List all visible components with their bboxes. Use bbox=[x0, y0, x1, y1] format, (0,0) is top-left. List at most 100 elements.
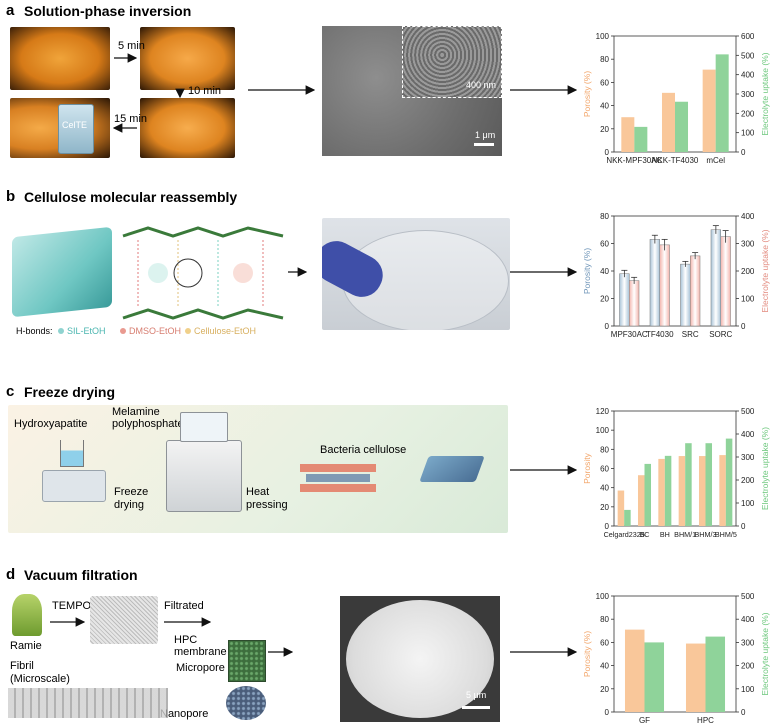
hpc-membrane-cube-icon bbox=[228, 640, 266, 682]
category-label: HPC bbox=[697, 716, 714, 725]
bar-porosity bbox=[698, 456, 706, 526]
category-label: MPF30AC bbox=[611, 330, 648, 339]
bar-uptake bbox=[705, 443, 713, 526]
membrane-photo-d bbox=[340, 596, 500, 722]
y2-axis-label: Electrolyte uptake (%) bbox=[760, 52, 770, 135]
bar-porosity bbox=[658, 458, 665, 526]
y-tick-label: 20 bbox=[600, 503, 609, 512]
film-photo-0min bbox=[10, 27, 110, 90]
time-label-5min: 5 min bbox=[118, 40, 145, 52]
bar-porosity bbox=[661, 92, 675, 152]
film-photo-5min bbox=[140, 27, 235, 90]
nanopore-label: Nanopore bbox=[160, 708, 209, 720]
y-tick-label: 60 bbox=[600, 78, 609, 87]
y-axis-label: Porosity bbox=[582, 452, 592, 483]
hb-dmso-dot bbox=[120, 328, 126, 334]
y2-tick-label: 300 bbox=[741, 90, 755, 99]
beaker-icon bbox=[60, 440, 84, 467]
y-tick-label: 0 bbox=[605, 148, 610, 157]
y-tick-label: 100 bbox=[596, 32, 610, 41]
y-tick-label: 0 bbox=[605, 708, 610, 717]
membrane-photo-b bbox=[322, 218, 510, 330]
freeze-drying-label: Freeze drying bbox=[114, 486, 149, 511]
y2-tick-label: 0 bbox=[741, 148, 746, 157]
y-tick-label: 0 bbox=[605, 322, 610, 331]
plot-frame bbox=[613, 410, 737, 527]
y2-tick-label: 300 bbox=[741, 240, 755, 249]
y-axis-label: Porosity (%) bbox=[582, 248, 592, 294]
category-label: BC bbox=[640, 530, 650, 539]
bar-porosity bbox=[702, 69, 716, 152]
bar-uptake bbox=[644, 463, 652, 526]
y-tick-label: 40 bbox=[600, 267, 609, 276]
hb-sil-label: SIL-EtOH bbox=[67, 326, 106, 336]
y2-tick-label: 400 bbox=[741, 615, 755, 624]
sem-scale-label: 1 μm bbox=[475, 130, 496, 140]
y2-axis-label: Electrolyte uptake (%) bbox=[760, 612, 770, 695]
hpc-membrane-label: HPC membrane bbox=[174, 634, 227, 658]
y2-tick-label: 400 bbox=[741, 212, 755, 221]
freeze-dryer-icon bbox=[166, 440, 242, 512]
bar-porosity bbox=[621, 117, 635, 152]
y-tick-label: 20 bbox=[600, 125, 609, 134]
freeze-dryer-chamber-icon bbox=[180, 412, 228, 442]
category-label: SRC bbox=[682, 330, 699, 339]
heat-press-plates-icon bbox=[300, 464, 376, 492]
panel-d-title: Vacuum filtration bbox=[24, 567, 138, 583]
category-label: TF4030 bbox=[646, 330, 674, 339]
category-label: BHM/5 bbox=[715, 530, 737, 539]
bar-uptake bbox=[629, 280, 640, 327]
y-tick-label: 80 bbox=[600, 445, 609, 454]
bar-porosity bbox=[624, 629, 645, 712]
inset-scale-label: 400 nm bbox=[466, 80, 497, 90]
fibril-label: Fibril (Microscale) bbox=[10, 660, 70, 685]
film-photo-10min bbox=[140, 98, 235, 158]
bar-uptake bbox=[725, 438, 733, 526]
chart-a-porosity-uptake: 0204060801000100200300400500600Porosity … bbox=[582, 32, 770, 165]
y2-tick-label: 0 bbox=[741, 522, 746, 531]
filtrated-label: Filtrated bbox=[164, 600, 204, 612]
y-tick-label: 80 bbox=[600, 212, 609, 221]
y-tick-label: 100 bbox=[596, 426, 610, 435]
y-tick-label: 60 bbox=[600, 240, 609, 249]
bar-porosity bbox=[710, 229, 722, 327]
membrane-d-scale-bar bbox=[462, 706, 490, 709]
category-label: BH bbox=[660, 530, 670, 539]
y2-tick-label: 200 bbox=[741, 662, 755, 671]
jar-label: CelTE bbox=[62, 120, 88, 130]
y-tick-label: 60 bbox=[600, 638, 609, 647]
bar-porosity bbox=[685, 643, 706, 712]
y2-axis-label: Electrolyte uptake (%) bbox=[760, 229, 770, 312]
hb-cellulose-dot bbox=[185, 328, 191, 334]
y2-tick-label: 300 bbox=[741, 638, 755, 647]
y-tick-label: 80 bbox=[600, 55, 609, 64]
fiber-network-icon bbox=[90, 596, 158, 644]
time-label-10min: 10 min bbox=[188, 85, 222, 97]
bar-uptake bbox=[664, 455, 672, 526]
category-label: Celgard2325 bbox=[604, 530, 645, 539]
sem-scale-bar bbox=[474, 143, 494, 146]
bar-uptake bbox=[659, 244, 670, 327]
bar-uptake bbox=[720, 236, 731, 327]
hb-cellulose-label: Cellulose-EtOH bbox=[194, 326, 257, 336]
y2-tick-label: 100 bbox=[741, 295, 755, 304]
y2-tick-label: 600 bbox=[741, 32, 755, 41]
bar-uptake bbox=[624, 509, 631, 526]
y-tick-label: 20 bbox=[600, 295, 609, 304]
bar-porosity bbox=[680, 263, 691, 327]
bar-uptake bbox=[644, 642, 665, 712]
panel-c-title: Freeze drying bbox=[24, 384, 116, 400]
category-label: GF bbox=[639, 716, 650, 725]
time-label-15min: 15 min bbox=[114, 113, 148, 125]
jar-icon bbox=[58, 104, 94, 154]
y-axis-label: Porosity (%) bbox=[582, 71, 592, 117]
y-tick-label: 40 bbox=[600, 662, 609, 671]
plot-frame bbox=[613, 595, 737, 713]
y-axis-label: Porosity (%) bbox=[582, 631, 592, 677]
y-tick-label: 100 bbox=[596, 592, 610, 601]
category-label: NKK-TF4030 bbox=[652, 156, 699, 165]
bacteria-cellulose-label: Bacteria cellulose bbox=[320, 444, 407, 456]
ramie-plant-icon bbox=[12, 594, 42, 636]
